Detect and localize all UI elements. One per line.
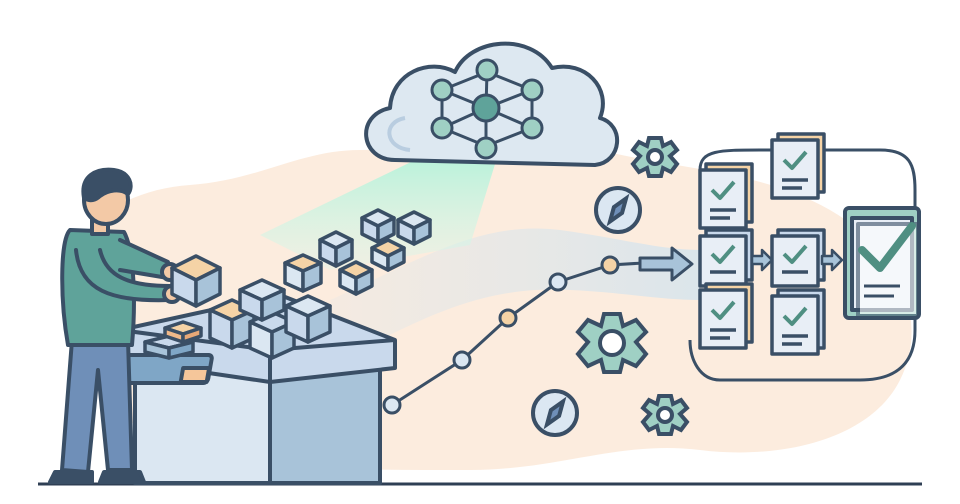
- held-box-icon: [170, 254, 222, 308]
- path-node: [382, 255, 620, 415]
- checkmark-icon: [843, 206, 921, 320]
- network-icon: [430, 58, 544, 160]
- gear-icon: [575, 136, 690, 436]
- workbench-icon: [116, 293, 397, 485]
- flow-arrow-icon: [750, 248, 844, 272]
- box-icon: [143, 208, 432, 360]
- compass-icon: [531, 186, 642, 437]
- arrow-icon: [638, 246, 694, 282]
- document-icon: [698, 132, 826, 356]
